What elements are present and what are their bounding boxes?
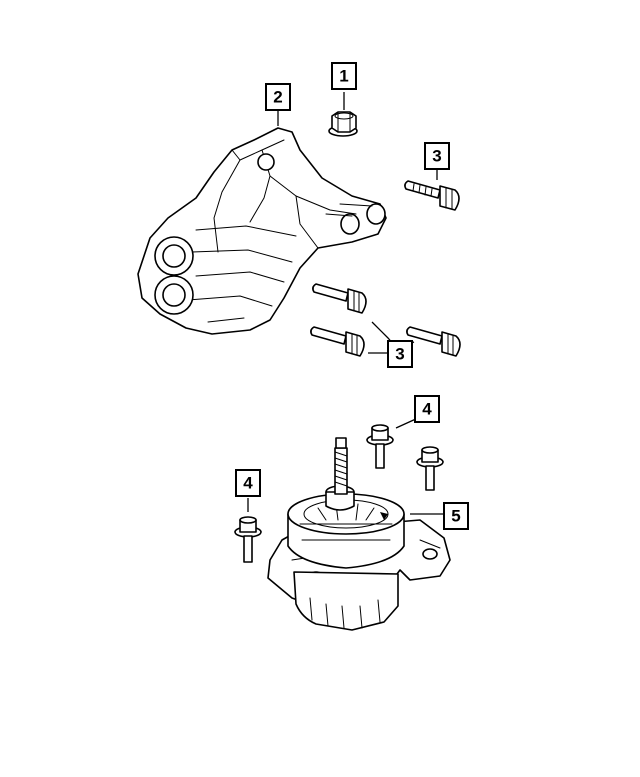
callout-2: 2 xyxy=(265,83,291,111)
callout-1-label: 1 xyxy=(339,67,348,86)
part-4-bolt-left[interactable] xyxy=(234,516,262,563)
part-4-bolt-top-left[interactable] xyxy=(366,424,394,469)
part-3-bolt-top[interactable] xyxy=(404,180,460,211)
callout-3-bottom: 3 xyxy=(387,340,413,368)
callout-3-top: 3 xyxy=(424,142,450,170)
part-3-bolt-lower-left[interactable] xyxy=(310,326,365,357)
callout-2-label: 2 xyxy=(273,88,282,107)
part-2-mount-bracket[interactable] xyxy=(137,127,387,335)
callout-5: 5 xyxy=(443,502,469,530)
part-4-bolt-top-right[interactable] xyxy=(416,446,444,491)
callout-4-top-label: 4 xyxy=(422,400,432,419)
callout-1: 1 xyxy=(331,62,357,90)
callout-4-left-label: 4 xyxy=(243,474,253,493)
part-3-bolt-lower-right[interactable] xyxy=(406,326,461,357)
part-5-engine-mount[interactable] xyxy=(267,437,451,631)
part-3-bolt-middle[interactable] xyxy=(312,283,367,314)
callout-4-top: 4 xyxy=(414,395,440,423)
callout-3-bottom-label: 3 xyxy=(395,345,404,364)
callout-3-top-label: 3 xyxy=(432,147,441,166)
callout-4-left: 4 xyxy=(235,469,261,497)
callout-5-label: 5 xyxy=(451,507,460,526)
part-1-flange-nut[interactable] xyxy=(328,111,358,137)
